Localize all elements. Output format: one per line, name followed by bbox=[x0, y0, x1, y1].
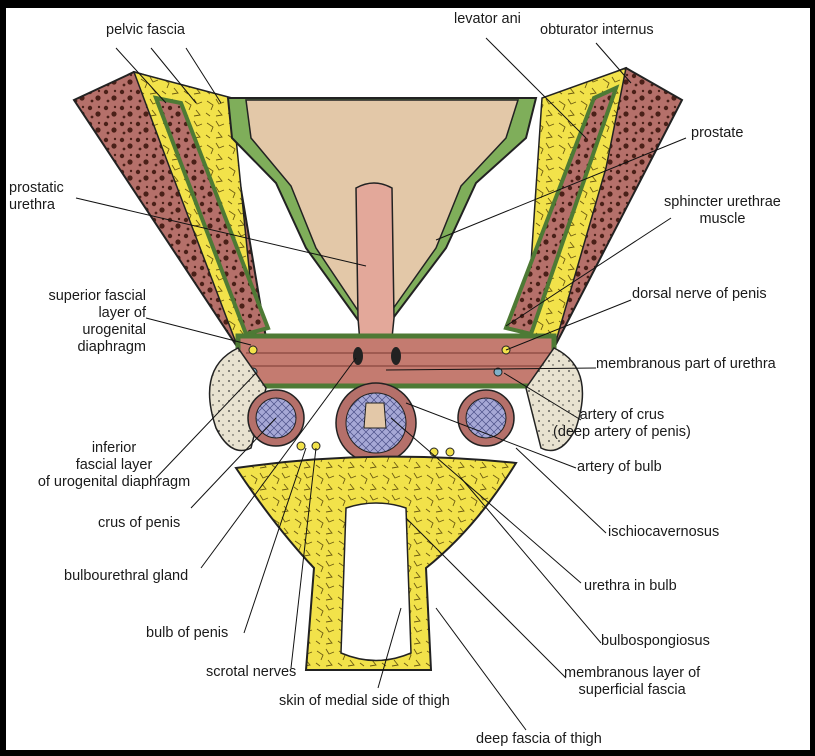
leader-lines bbox=[75, 37, 687, 731]
label-artery-of-crus: artery of crus(deep artery of penis) bbox=[553, 407, 691, 440]
label-pelvic-fascia: pelvic fascia bbox=[106, 22, 185, 38]
urogenital-diaphragm-illustration bbox=[72, 37, 687, 731]
label-levator-ani: levator ani bbox=[454, 11, 521, 27]
label-ischiocavernosus: ischiocavernosus bbox=[608, 524, 720, 540]
label-artery-of-bulb: artery of bulb bbox=[577, 459, 662, 475]
right-ischial-bone bbox=[525, 347, 584, 452]
scrotal-gap bbox=[340, 502, 412, 662]
label-skin-medial-thigh: skin of medial side of thigh bbox=[279, 693, 450, 709]
left-levator-ani bbox=[152, 95, 271, 337]
label-membranous-urethra: membranous part of urethra bbox=[596, 356, 776, 372]
label-dorsal-nerve-of-penis: dorsal nerve of penis bbox=[632, 286, 767, 302]
label-crus-of-penis: crus of penis bbox=[98, 515, 181, 531]
label-urethra-in-bulb: urethra in bulb bbox=[584, 578, 677, 594]
label-obturator-internus: obturator internus bbox=[540, 22, 654, 38]
right-levator-ani bbox=[503, 84, 620, 337]
label-prostate: prostate bbox=[691, 125, 744, 141]
label-bulbourethral-gland: bulbourethral gland bbox=[64, 568, 189, 584]
label-deep-fascia-of-thigh: deep fascia of thigh bbox=[476, 731, 602, 747]
diagram-canvas: pelvic fascia levator ani obturator inte… bbox=[6, 8, 810, 750]
label-bulbospongiosus: bulbospongiosus bbox=[601, 633, 710, 649]
label-scrotal-nerves: scrotal nerves bbox=[206, 664, 297, 680]
label-bulb-of-penis: bulb of penis bbox=[146, 625, 229, 641]
